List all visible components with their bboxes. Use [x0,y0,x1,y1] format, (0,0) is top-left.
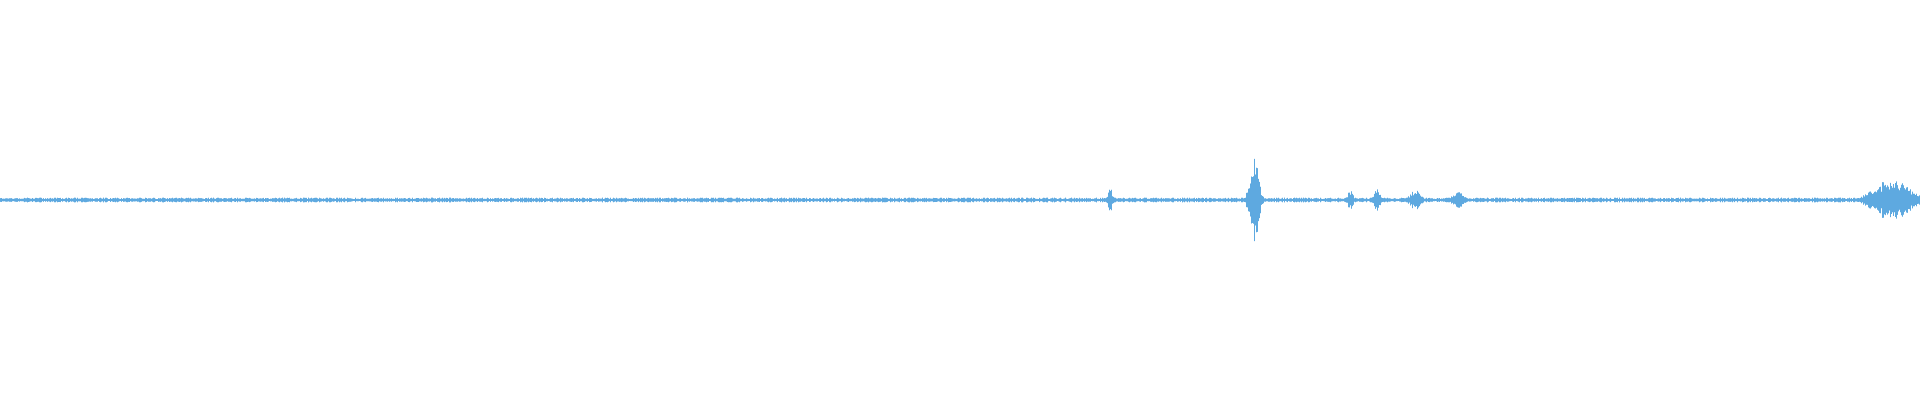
waveform-bars [0,158,1920,242]
